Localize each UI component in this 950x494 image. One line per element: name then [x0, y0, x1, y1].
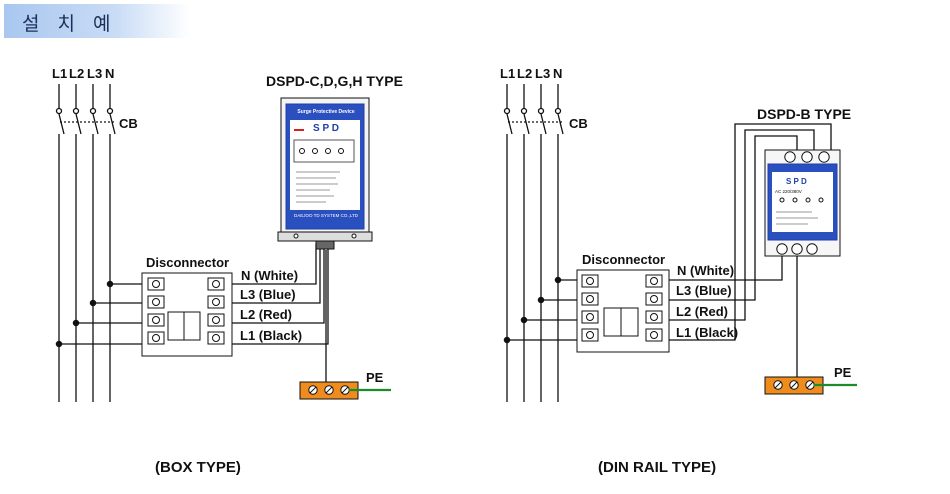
left-type-title: DSPD-C,D,G,H TYPE — [266, 73, 403, 89]
section-header: 설 치 예 — [4, 4, 190, 38]
right-device-rating: AC 220/380V — [775, 189, 802, 194]
right-disconnector-label: Disconnector — [582, 252, 665, 267]
left-device-header: Surge Protective Device — [297, 109, 354, 115]
right-phase-label-l1: L1 — [500, 66, 515, 81]
right-device-brand: S P D — [786, 177, 807, 186]
left-phase-lines — [58, 84, 111, 402]
left-phase-label-l2: L2 — [69, 66, 84, 81]
left-cb-label: CB — [119, 116, 138, 131]
left-device-footer: DAEJOO TD SYSTEM CO.,LTD — [294, 213, 359, 218]
right-wire-label-l2: L2 (Red) — [676, 304, 728, 319]
right-phase-lines — [506, 84, 559, 402]
right-type-title: DSPD-B TYPE — [757, 106, 851, 122]
right-wire-label-n: N (White) — [677, 263, 734, 278]
right-wire-label-l1: L1 (Black) — [676, 325, 738, 340]
right-pe-label: PE — [834, 365, 852, 380]
right-cb-label: CB — [569, 116, 588, 131]
left-circuit-breaker — [55, 107, 116, 138]
left-wire-label-l3: L3 (Blue) — [240, 287, 296, 302]
left-phase-label-n: N — [105, 66, 114, 81]
right-pe-terminal — [764, 376, 824, 395]
right-phase-label-l3: L3 — [535, 66, 550, 81]
right-phase-label-n: N — [553, 66, 562, 81]
left-phase-label-l3: L3 — [87, 66, 102, 81]
right-diagram: L1 L2 L3 N CB — [500, 66, 857, 402]
right-spd-wires — [669, 123, 832, 382]
left-wire-label-l2: L2 (Red) — [240, 307, 292, 322]
left-pe-label: PE — [366, 370, 384, 385]
left-diagram: L1 L2 L3 N CB — [52, 66, 403, 402]
left-phase-label-l1: L1 — [52, 66, 67, 81]
section-title: 설 치 예 — [22, 13, 117, 35]
left-spd-wires — [232, 244, 329, 382]
left-spd-box-device — [277, 97, 373, 250]
left-wire-label-l1: L1 (Black) — [240, 328, 302, 343]
left-device-brand: S P D — [313, 123, 339, 134]
left-disconnector — [141, 272, 233, 357]
right-spd-din-device — [764, 149, 841, 257]
left-pe-terminal — [299, 381, 359, 400]
right-disconnector — [576, 269, 670, 353]
right-wire-label-l3: L3 (Blue) — [676, 283, 732, 298]
right-caption: (DIN RAIL TYPE) — [598, 459, 717, 476]
right-circuit-breaker — [503, 107, 564, 138]
left-caption: (BOX TYPE) — [155, 459, 241, 476]
right-phase-label-l2: L2 — [517, 66, 532, 81]
left-disconnector-label: Disconnector — [146, 255, 229, 270]
left-wire-label-n: N (White) — [241, 268, 298, 283]
